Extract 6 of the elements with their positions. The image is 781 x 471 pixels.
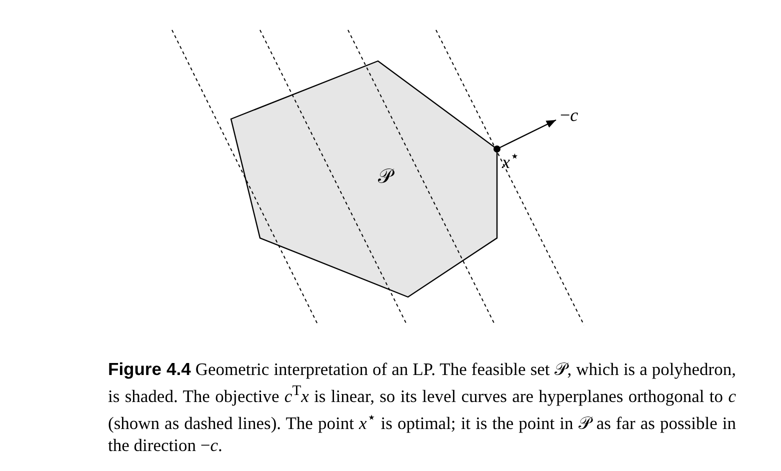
point-label: x$^{⋆}$ [502,148,519,173]
feasible-polygon [230,60,498,298]
set-label: 𝒫 [378,166,392,189]
direction-label: −c [560,105,578,126]
figure-caption: Figure 4.4 Geometric interpretation of an LP. The feasible set 𝒫, which is a polyhedron, is shaded. The objective c$^{T}$x is linear, so its level curves are hyperplanes orthogonal to c (shown as dashed lines). The point x$^{⋆}$ is optimal; it is the point in 𝒫 as far as possible in the direction −c. [108,358,736,456]
optimal-point [493,145,501,153]
